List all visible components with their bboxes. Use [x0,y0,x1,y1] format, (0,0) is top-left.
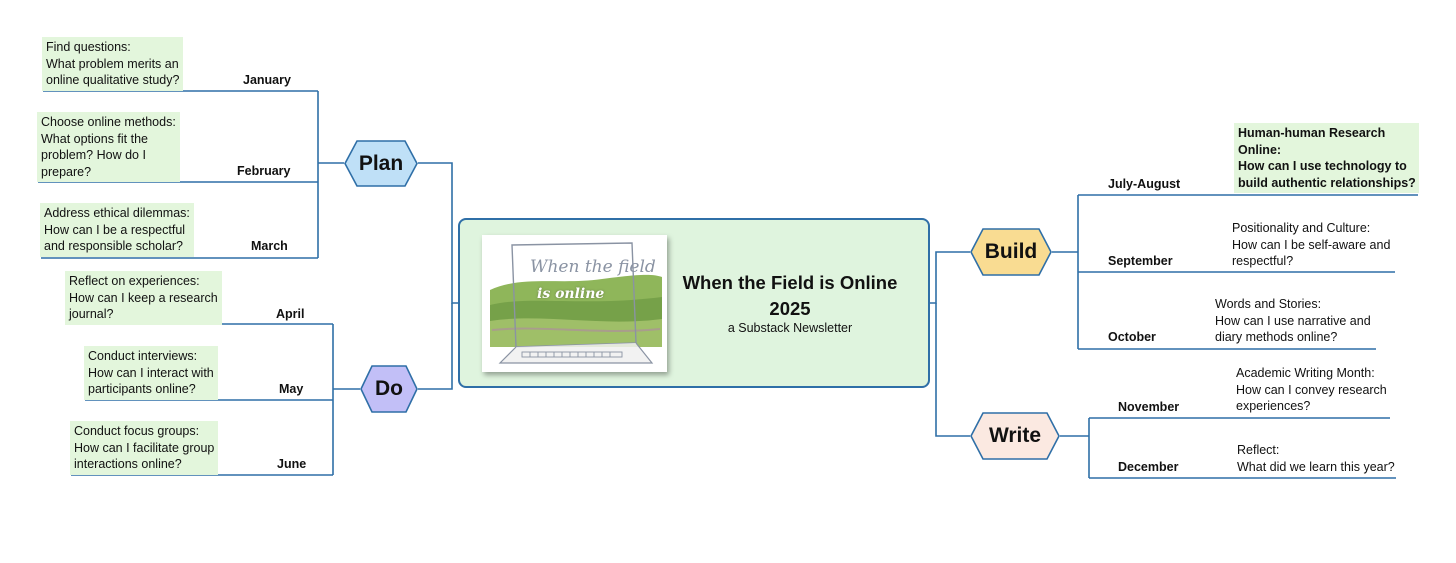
connector-plan-months [317,91,344,258]
topic-line: Choose online methods: [41,115,176,129]
branch-plan-label: Plan [358,151,404,175]
topic-line: How can I keep a research [69,290,218,305]
topic-january[interactable]: Find questions: What problem merits an o… [42,37,184,91]
month-november: November [1118,400,1180,414]
topic-march[interactable]: Address ethical dilemmas: How can I be a… [40,203,194,257]
topic-line: online qualitative study? [46,73,180,87]
topic-line: Conduct interviews: [88,349,198,363]
hexagon-shape [970,228,1052,276]
topic-line: build authentic relationships? [1238,175,1416,190]
topic-line: Reflect on experiences: [69,274,200,288]
branch-build-label: Build [984,240,1038,263]
topic-april[interactable]: Reflect on experiences: How can I keep a… [65,271,222,325]
branch-do-label: Do [375,377,403,400]
topic-line: How can I be a respectful [44,222,186,237]
topic-line: How can I use technology to [1238,159,1407,173]
cover-script-line1: When the field [530,257,656,277]
central-title-line2: 2025 [769,298,811,319]
topic-line: respectful? [1232,254,1294,268]
topic-line: and responsible scholar? [44,239,183,253]
central-title: When the Field is Online 2025 [676,270,904,322]
topic-line: Address ethical dilemmas: [44,206,190,220]
topic-line: Positionality and Culture: [1232,221,1371,235]
cover-script-line2: is online [537,286,605,302]
topic-line: prepare? [41,164,92,179]
topic-may[interactable]: Conduct interviews: How can I interact w… [84,346,218,400]
month-december: December [1118,460,1179,474]
topic-line: How can I convey research [1236,382,1387,397]
connector-center-build [930,251,970,304]
topic-line: How can I interact with [88,365,214,380]
topic-october[interactable]: Words and Stories: How can I use narrati… [1211,294,1375,348]
hexagon-shape [970,412,1060,460]
topic-december[interactable]: Reflect: What did we learn this year? [1233,440,1399,477]
topic-line: Online: [1238,142,1282,157]
month-april: April [276,307,305,321]
connector-center-write [935,303,970,437]
topic-november[interactable]: Academic Writing Month: How can I convey… [1232,363,1391,417]
topic-line: interactions online? [74,457,182,471]
topic-line: participants online? [88,382,196,396]
topic-line: How can I be self-aware and [1232,237,1391,252]
topic-line: Human-human Research [1238,126,1386,140]
topic-line: What problem merits an [46,56,179,71]
topic-july-august[interactable]: Human-human Research Online: How can I u… [1234,123,1419,193]
topic-line: journal? [69,307,114,321]
branch-build[interactable]: Build [970,228,1052,276]
hexagon-shape [360,365,418,413]
month-october: October [1108,330,1156,344]
connector-center-plan [418,162,458,304]
topic-line: Conduct focus groups: [74,424,200,438]
connector-build-months [1052,195,1079,349]
month-january: January [243,73,291,87]
connector-do-months [332,324,360,475]
month-may: May [279,382,304,396]
central-title-line1: When the Field is Online [682,272,898,293]
branch-do[interactable]: Do [360,365,418,413]
topic-line: problem? How do I [41,148,146,162]
topic-line: Reflect: [1237,443,1280,457]
newsletter-cover-image: When the field is online [482,235,667,372]
topic-september[interactable]: Positionality and Culture: How can I be … [1228,218,1394,272]
laptop-illustration [482,235,667,372]
branch-write-label: Write [988,424,1042,447]
month-july-august: July-August [1108,177,1181,191]
topic-line: How can I use narrative and [1215,313,1371,328]
connector-center-do [418,303,453,390]
month-september: September [1108,254,1173,268]
month-june: June [277,457,307,471]
topic-june[interactable]: Conduct focus groups: How can I facilita… [70,421,219,475]
month-march: March [251,239,288,253]
topic-line: Academic Writing Month: [1236,366,1375,380]
topic-line: Find questions: [46,40,131,54]
hexagon-shape [344,140,418,187]
topic-line: How can I facilitate group [74,440,215,455]
topic-line: What did we learn this year? [1237,459,1395,474]
branch-plan[interactable]: Plan [344,140,418,187]
topic-line: diary methods online? [1215,330,1338,344]
central-subtitle: a Substack Newsletter [727,321,853,335]
connector-write-months [1060,418,1090,478]
topic-line: Words and Stories: [1215,297,1322,311]
month-february: February [237,164,291,178]
branch-write[interactable]: Write [970,412,1060,460]
topic-february[interactable]: Choose online methods: What options fit … [37,112,180,182]
topic-line: What options fit the [41,131,149,146]
topic-line: experiences? [1236,399,1311,413]
